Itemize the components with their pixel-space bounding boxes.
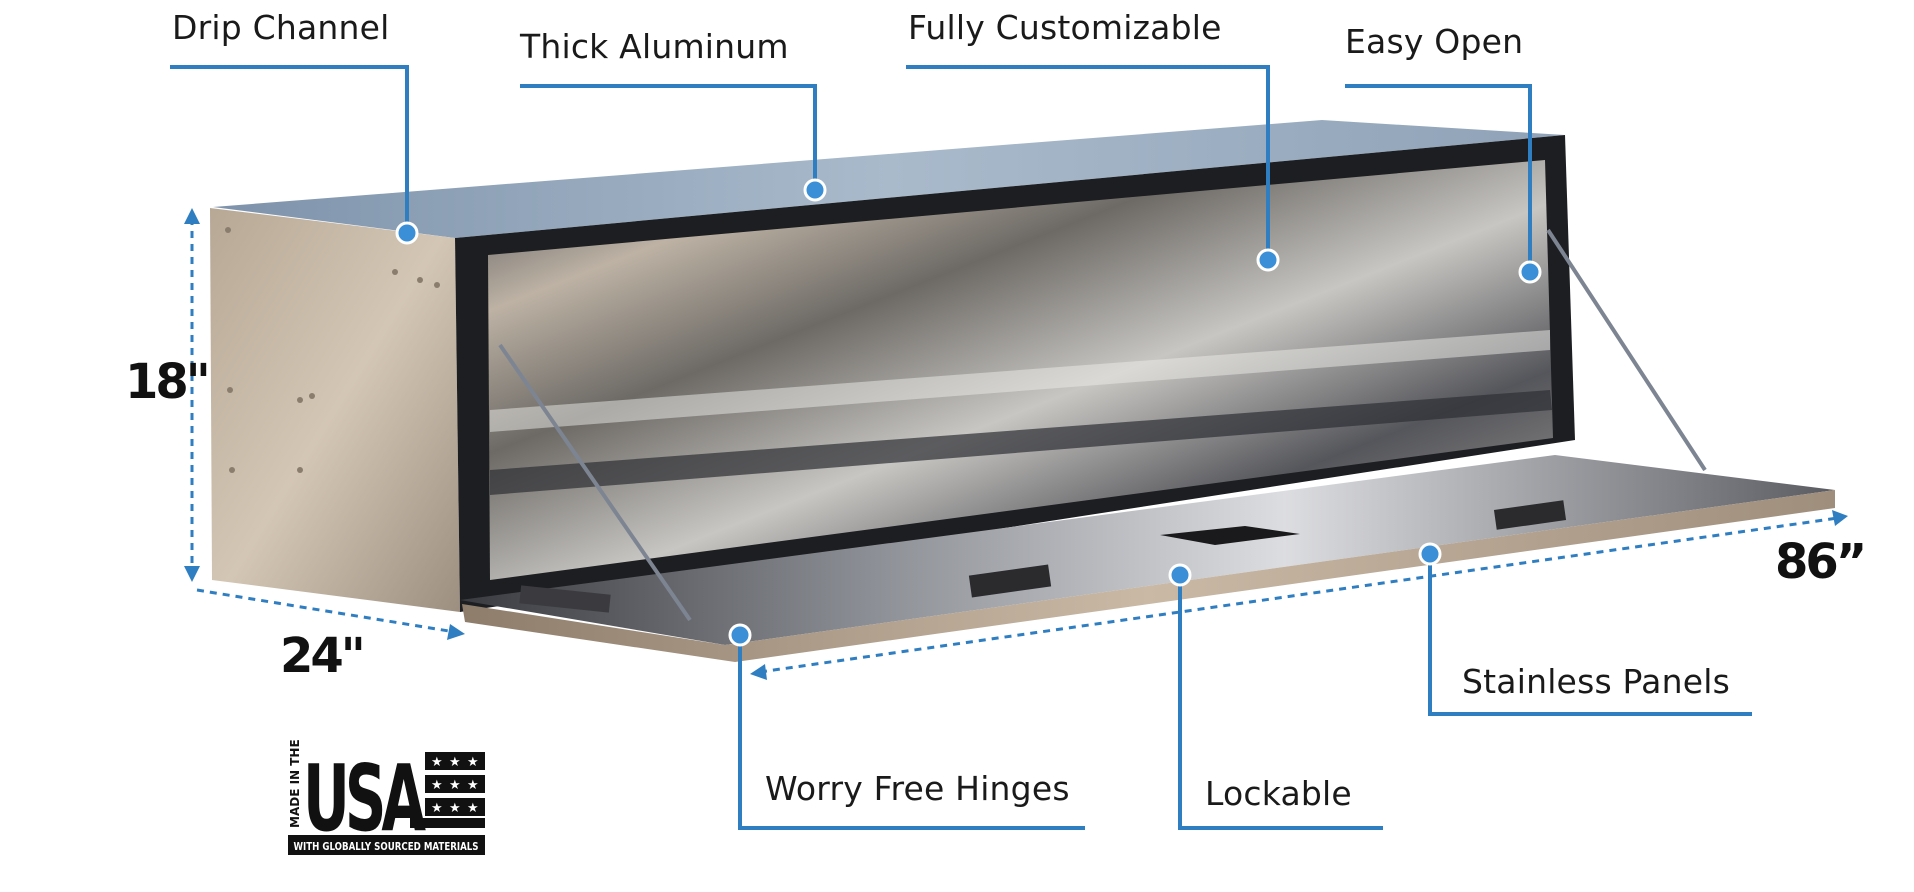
svg-text:★: ★ <box>431 801 443 816</box>
leader-fully-customizable <box>906 65 1270 260</box>
us-flag-stars-icon: ★ ★ ★ ★ ★ ★ ★ ★ ★ <box>410 752 485 828</box>
marker-easy-open <box>1518 260 1542 284</box>
marker-lockable <box>1168 563 1192 587</box>
leader-thick-aluminum <box>520 84 817 190</box>
arrowhead-depth <box>447 624 465 640</box>
badge-usa: USA <box>303 745 426 852</box>
depth-dimension-line <box>196 588 456 634</box>
toolbox-top-panel <box>213 120 1565 238</box>
interior-shelf-reflection <box>490 390 1552 495</box>
label-thick-aluminum: Thick Aluminum <box>519 27 789 66</box>
badge-subtitle: WITH GLOBALLY SOURCED MATERIALS <box>294 840 479 853</box>
side-rivets <box>225 227 440 473</box>
marker-fully-customizable <box>1256 248 1280 272</box>
callout-markers <box>395 178 1542 647</box>
leader-worry-free-hinges <box>738 635 1085 830</box>
hinge-left <box>968 564 1052 598</box>
svg-text:★: ★ <box>449 801 461 816</box>
dimension-arrowheads <box>184 208 1848 680</box>
toolbox-door-panel <box>460 455 1835 645</box>
svg-text:★: ★ <box>449 778 461 793</box>
label-drip-channel: Drip Channel <box>172 8 389 47</box>
toolbox-illustration <box>210 120 1835 662</box>
hinge-right <box>1493 500 1567 530</box>
svg-text:★: ★ <box>467 755 479 770</box>
label-easy-open: Easy Open <box>1345 22 1523 61</box>
length-dimension-label: 86” <box>1775 534 1864 590</box>
made-in-usa-badge: MADE IN THE USA ★ ★ ★ ★ ★ ★ ★ ★ ★ WITH GLOBALL… <box>288 739 485 855</box>
marker-drip-channel <box>395 221 419 245</box>
toolbox-side-panel <box>210 208 460 612</box>
strut-right <box>1546 228 1707 472</box>
label-fully-customizable: Fully Customizable <box>908 8 1222 47</box>
height-dimension-label: 18" <box>125 354 208 410</box>
lock-cutout <box>1160 526 1300 545</box>
svg-text:★: ★ <box>431 755 443 770</box>
svg-text:★: ★ <box>431 778 443 793</box>
callout-labels: Drip Channel Thick Aluminum Fully Custom… <box>172 8 1730 813</box>
leader-drip-channel <box>170 65 409 233</box>
label-worry-free-hinges: Worry Free Hinges <box>765 769 1070 808</box>
hinge-corner <box>519 585 611 613</box>
leader-stainless-panels <box>1428 554 1752 716</box>
arrowhead-length-left <box>750 664 767 680</box>
arrowhead-up <box>184 208 200 224</box>
marker-stainless-panels <box>1418 542 1442 566</box>
depth-dimension-label: 24" <box>280 628 363 684</box>
arrowhead-down <box>184 566 200 582</box>
svg-text:★: ★ <box>467 801 479 816</box>
strut-left <box>498 343 692 622</box>
badge-subtitle-bar <box>288 835 485 855</box>
arrowhead-length-right <box>1832 510 1848 526</box>
dimension-lines <box>190 218 1839 674</box>
label-lockable: Lockable <box>1205 774 1352 813</box>
callout-leaders <box>170 65 1752 830</box>
leader-lockable <box>1178 575 1383 830</box>
marker-thick-aluminum <box>803 178 827 202</box>
badge-made-in-the: MADE IN THE <box>288 739 302 828</box>
label-stainless-panels: Stainless Panels <box>1462 662 1730 701</box>
svg-text:★: ★ <box>467 778 479 793</box>
interior-light-band <box>490 330 1550 432</box>
leader-easy-open <box>1345 84 1532 272</box>
marker-worry-free-hinges <box>728 623 752 647</box>
svg-text:★: ★ <box>449 755 461 770</box>
